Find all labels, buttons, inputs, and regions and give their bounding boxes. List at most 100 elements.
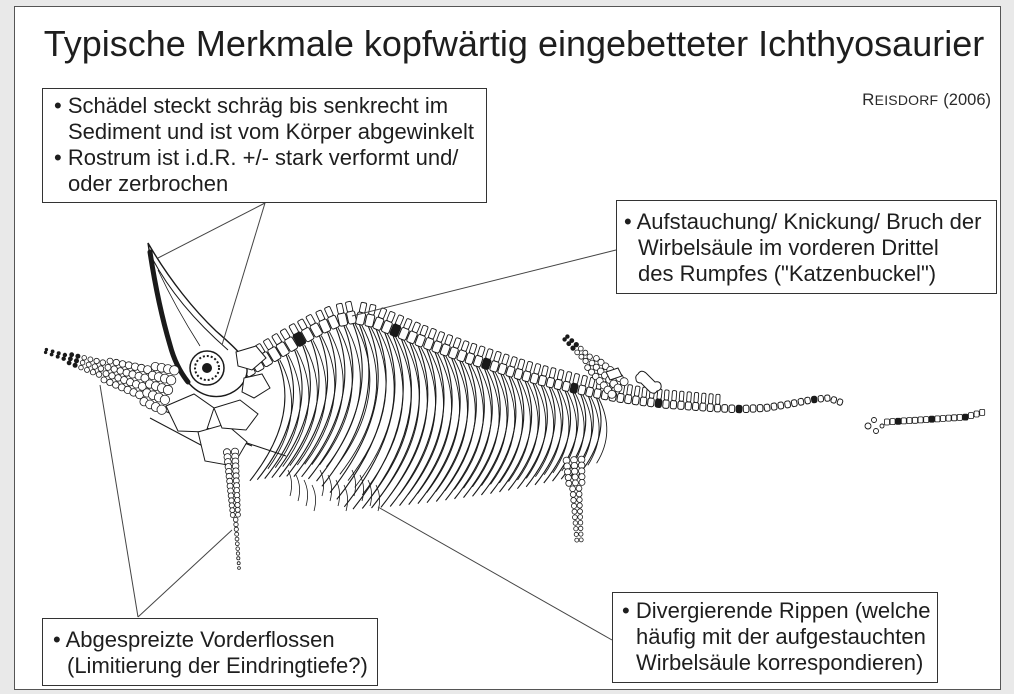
neural-spine xyxy=(387,311,396,322)
vertebra xyxy=(700,403,707,411)
rib xyxy=(283,350,309,467)
callout-bullet-line: • Rostrum ist i.d.R. +/- stark verformt … xyxy=(54,145,486,171)
neural-spine xyxy=(565,371,572,382)
gastralium xyxy=(320,470,324,496)
phalanx xyxy=(109,373,115,379)
phalanx xyxy=(85,367,90,372)
vertebra xyxy=(593,388,601,398)
phalanx xyxy=(578,520,583,525)
phalanx xyxy=(74,359,78,363)
phalanx xyxy=(578,515,583,520)
vertebra xyxy=(778,402,784,410)
neural-spine xyxy=(510,356,518,367)
phalanx xyxy=(235,507,240,512)
caudal-vertebra xyxy=(935,416,940,422)
vertebra xyxy=(714,404,720,412)
caudal-vertebra xyxy=(901,418,906,424)
vertebra xyxy=(562,381,571,392)
phalanx xyxy=(235,542,239,546)
caudal-vertebra xyxy=(885,419,890,425)
vertebra xyxy=(578,385,587,396)
vertebra xyxy=(757,404,763,411)
phalanx xyxy=(570,486,576,492)
rib xyxy=(308,326,352,479)
vertebra xyxy=(538,375,547,386)
phalanx xyxy=(62,357,66,361)
phalanx xyxy=(571,346,575,350)
caudal-vertebra xyxy=(941,416,946,422)
neural-spine xyxy=(306,314,316,326)
phalanx xyxy=(575,538,579,542)
phalanx xyxy=(574,527,578,531)
phalanx xyxy=(51,350,54,353)
phalanx xyxy=(100,360,106,366)
phalanx xyxy=(587,354,592,359)
caudal-vertebra xyxy=(872,418,877,423)
phalanx xyxy=(76,354,80,358)
phalanx xyxy=(572,474,578,480)
phalanx xyxy=(67,361,71,365)
coracoid-bone xyxy=(198,424,247,466)
callout-continuation-line: häufig mit der aufgestauchten xyxy=(622,624,937,650)
neural-spine xyxy=(581,375,588,386)
vertebra xyxy=(818,395,824,402)
rib xyxy=(509,379,531,482)
phalanx xyxy=(92,364,97,369)
vertebra xyxy=(837,398,844,405)
neural-spine xyxy=(336,303,344,314)
vertebra xyxy=(663,400,670,409)
phalanx xyxy=(235,502,240,507)
rib xyxy=(353,336,403,509)
neural-spine xyxy=(395,315,404,326)
citation-year: (2006) xyxy=(943,91,991,109)
phalanx xyxy=(113,359,119,365)
phalanx xyxy=(234,527,238,531)
phalanx xyxy=(103,371,109,377)
phalanx xyxy=(573,521,578,526)
phalanx xyxy=(68,357,72,361)
phalanx xyxy=(577,497,582,502)
phalanx xyxy=(238,567,241,570)
phalanx xyxy=(236,547,240,551)
leader-line-vertebral-column xyxy=(352,250,616,316)
neural-spine xyxy=(345,301,353,312)
rib xyxy=(418,358,460,504)
rib xyxy=(279,340,319,477)
phalanx xyxy=(160,395,169,404)
phalanx xyxy=(56,355,59,358)
vertebra xyxy=(743,405,749,413)
callout-continuation-line: Sediment und ist vom Körper abgewinkelt xyxy=(54,119,486,145)
leader-line-fore-flipper-left xyxy=(100,385,138,617)
rib xyxy=(588,396,599,465)
neural-spine xyxy=(453,337,461,348)
neural-spine xyxy=(664,390,669,400)
vertebra xyxy=(764,404,771,412)
neural-spine xyxy=(289,323,299,335)
callout-skull: • Schädel steckt schräg bis senkrecht im… xyxy=(42,88,487,203)
phalanx xyxy=(608,390,616,398)
caudal-vertebra xyxy=(907,418,912,424)
phalanx xyxy=(230,513,235,518)
vertebra xyxy=(824,395,830,402)
callout-continuation-line: des Rumpfes ("Katzenbuckel") xyxy=(624,261,996,287)
neural-spine xyxy=(428,328,437,339)
neural-spine xyxy=(324,306,333,317)
callout-vertebral-column: • Aufstauchung/ Knickung/ Bruch der Wirb… xyxy=(616,200,997,294)
fore-flipper-right xyxy=(223,448,240,569)
vertebra xyxy=(530,373,539,385)
gastralium xyxy=(328,475,332,501)
phalanx xyxy=(565,469,571,475)
gastralium xyxy=(304,480,308,506)
vertebra xyxy=(670,400,677,409)
phalanx xyxy=(98,366,104,372)
vertebra xyxy=(750,405,756,412)
caudal-vertebra xyxy=(974,411,979,417)
neural-spine xyxy=(412,322,421,333)
phalanx xyxy=(235,537,239,541)
phalanx xyxy=(579,538,583,542)
leader-line-skull-rostrum xyxy=(158,203,265,258)
neural-spine xyxy=(359,302,367,313)
vertebra xyxy=(685,402,692,410)
callout-continuation-line: Wirbelsäule im vorderen Drittel xyxy=(624,235,996,261)
vertebra xyxy=(804,397,810,404)
